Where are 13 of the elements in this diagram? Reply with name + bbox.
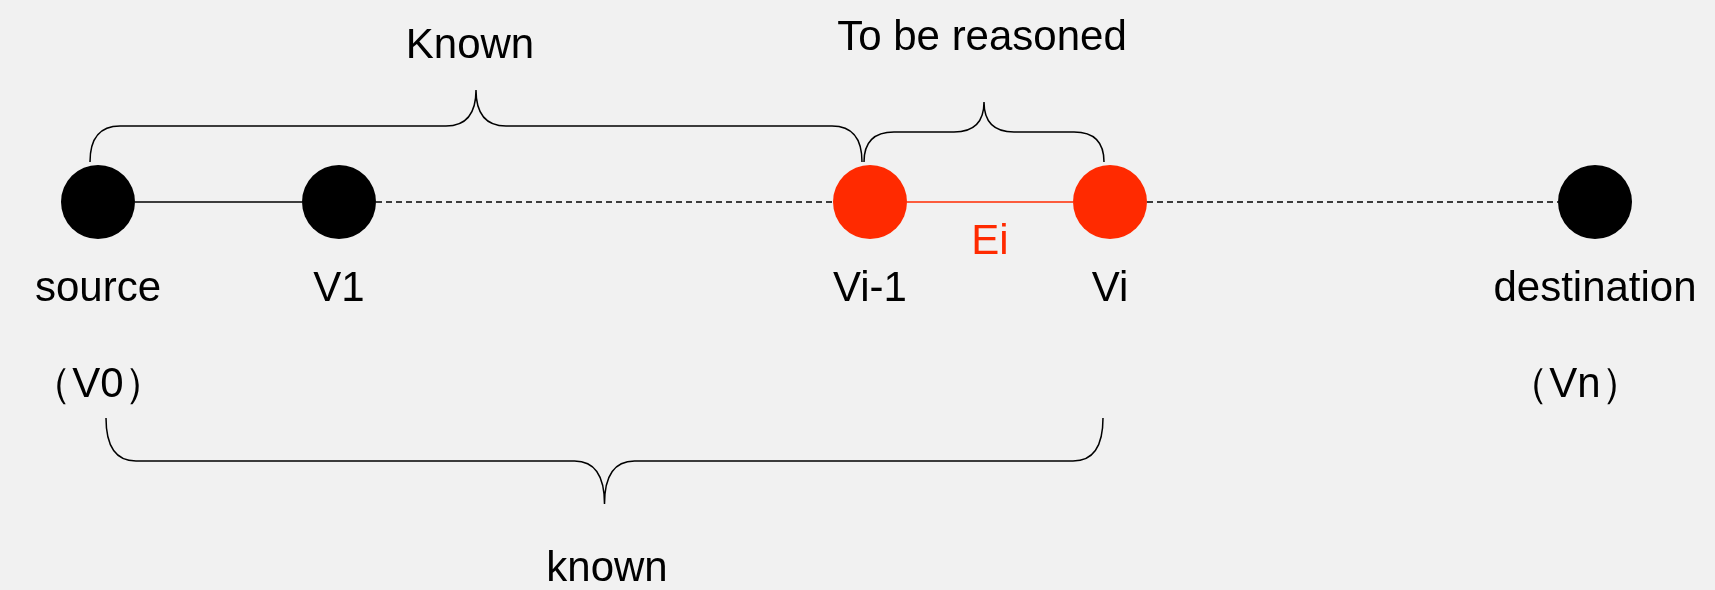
node-label: V1	[313, 266, 365, 308]
node-label: （V0）	[30, 362, 166, 404]
node-label: Vi	[1091, 266, 1129, 308]
connector-line	[375, 201, 834, 203]
brace-label: known	[546, 546, 668, 588]
connector-line	[134, 201, 303, 203]
connector-line	[906, 201, 1074, 203]
node-label: destination	[1493, 266, 1697, 308]
brace-label: To be reasoned	[837, 15, 1127, 57]
node-label: （Vn）	[1507, 362, 1643, 404]
node-label: source	[34, 266, 162, 308]
brace-label: Known	[405, 23, 535, 65]
node-label: Vi-1	[833, 266, 907, 308]
